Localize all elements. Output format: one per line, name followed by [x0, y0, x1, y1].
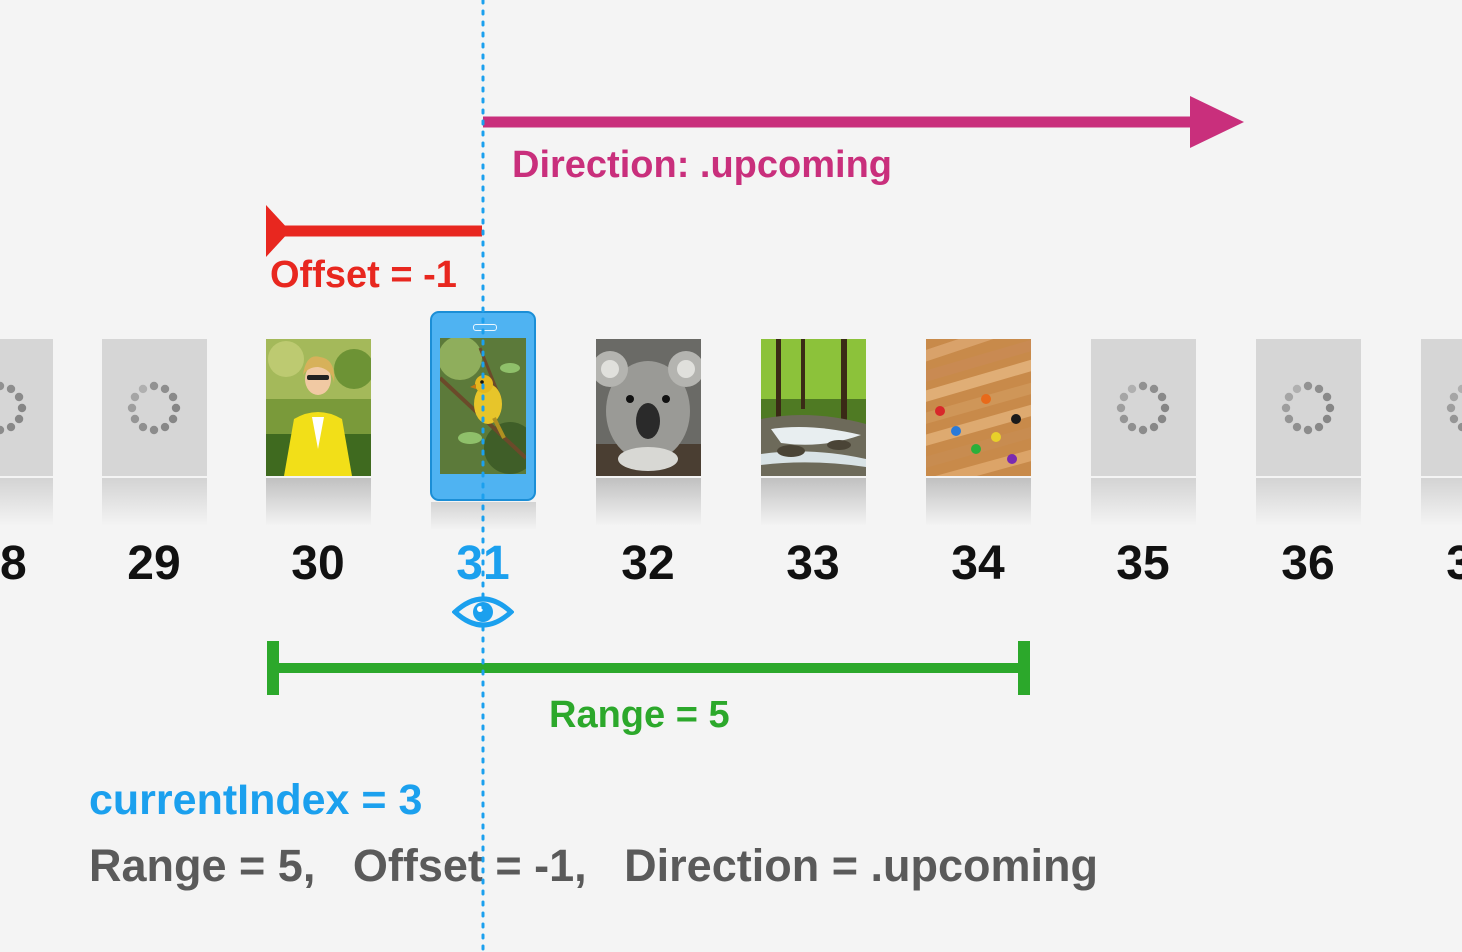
tile-reflection [760, 478, 866, 526]
offset-arrow [266, 205, 482, 257]
index-number: 36 [1281, 537, 1335, 590]
image-tile[interactable] [760, 339, 866, 476]
tile-reflection [1420, 478, 1462, 526]
eye-icon [452, 596, 514, 628]
spinner-icon [127, 381, 180, 435]
spinner-icon [1281, 381, 1334, 435]
spinner-icon [0, 381, 26, 435]
summary-text: Range = 5, Offset = -1, Direction = .upc… [89, 840, 1098, 891]
range-bracket [267, 641, 1030, 695]
index-number: 35 [1116, 537, 1170, 590]
loading-tile[interactable] [1420, 339, 1462, 476]
index-number: 32 [621, 537, 675, 590]
image-forest-stream [760, 339, 866, 476]
current-item-phone-frame[interactable] [430, 311, 536, 501]
offset-label: Offset = -1 [270, 254, 457, 296]
image-tile[interactable] [265, 339, 371, 476]
image-woman-in-yellow-jacket [265, 339, 371, 476]
loading-tile[interactable] [1255, 339, 1361, 476]
image-colored-pencils [925, 339, 1031, 476]
tile-reflection [595, 478, 701, 526]
index-number: 29 [127, 537, 181, 590]
current-index-label: currentIndex = 3 [89, 776, 423, 824]
spinner-icon [1116, 381, 1169, 435]
direction-arrow [483, 96, 1244, 148]
phone-speaker [473, 324, 497, 331]
spinner-icon [1446, 384, 1462, 432]
range-label: Range = 5 [549, 694, 730, 736]
index-number: 30 [291, 537, 345, 590]
image-tile[interactable] [595, 339, 701, 476]
image-yellow-bird-on-branch [440, 338, 526, 474]
index-number: 37 [1446, 537, 1462, 590]
tile-reflection [925, 478, 1031, 526]
loading-tile[interactable] [1090, 339, 1196, 476]
direction-label: Direction: .upcoming [512, 144, 892, 186]
index-number: 33 [786, 537, 840, 590]
loading-tile[interactable] [101, 339, 207, 476]
loading-tile[interactable] [0, 339, 53, 476]
image-koala [595, 339, 701, 476]
image-tile[interactable] [925, 339, 1031, 476]
tile-reflection [0, 478, 53, 526]
index-number: 34 [951, 537, 1005, 590]
tile-reflection [265, 478, 371, 526]
tile-reflection [1255, 478, 1361, 526]
index-number: 28 [0, 537, 27, 590]
tile-reflection [1090, 478, 1196, 526]
tile-reflection [101, 478, 207, 526]
